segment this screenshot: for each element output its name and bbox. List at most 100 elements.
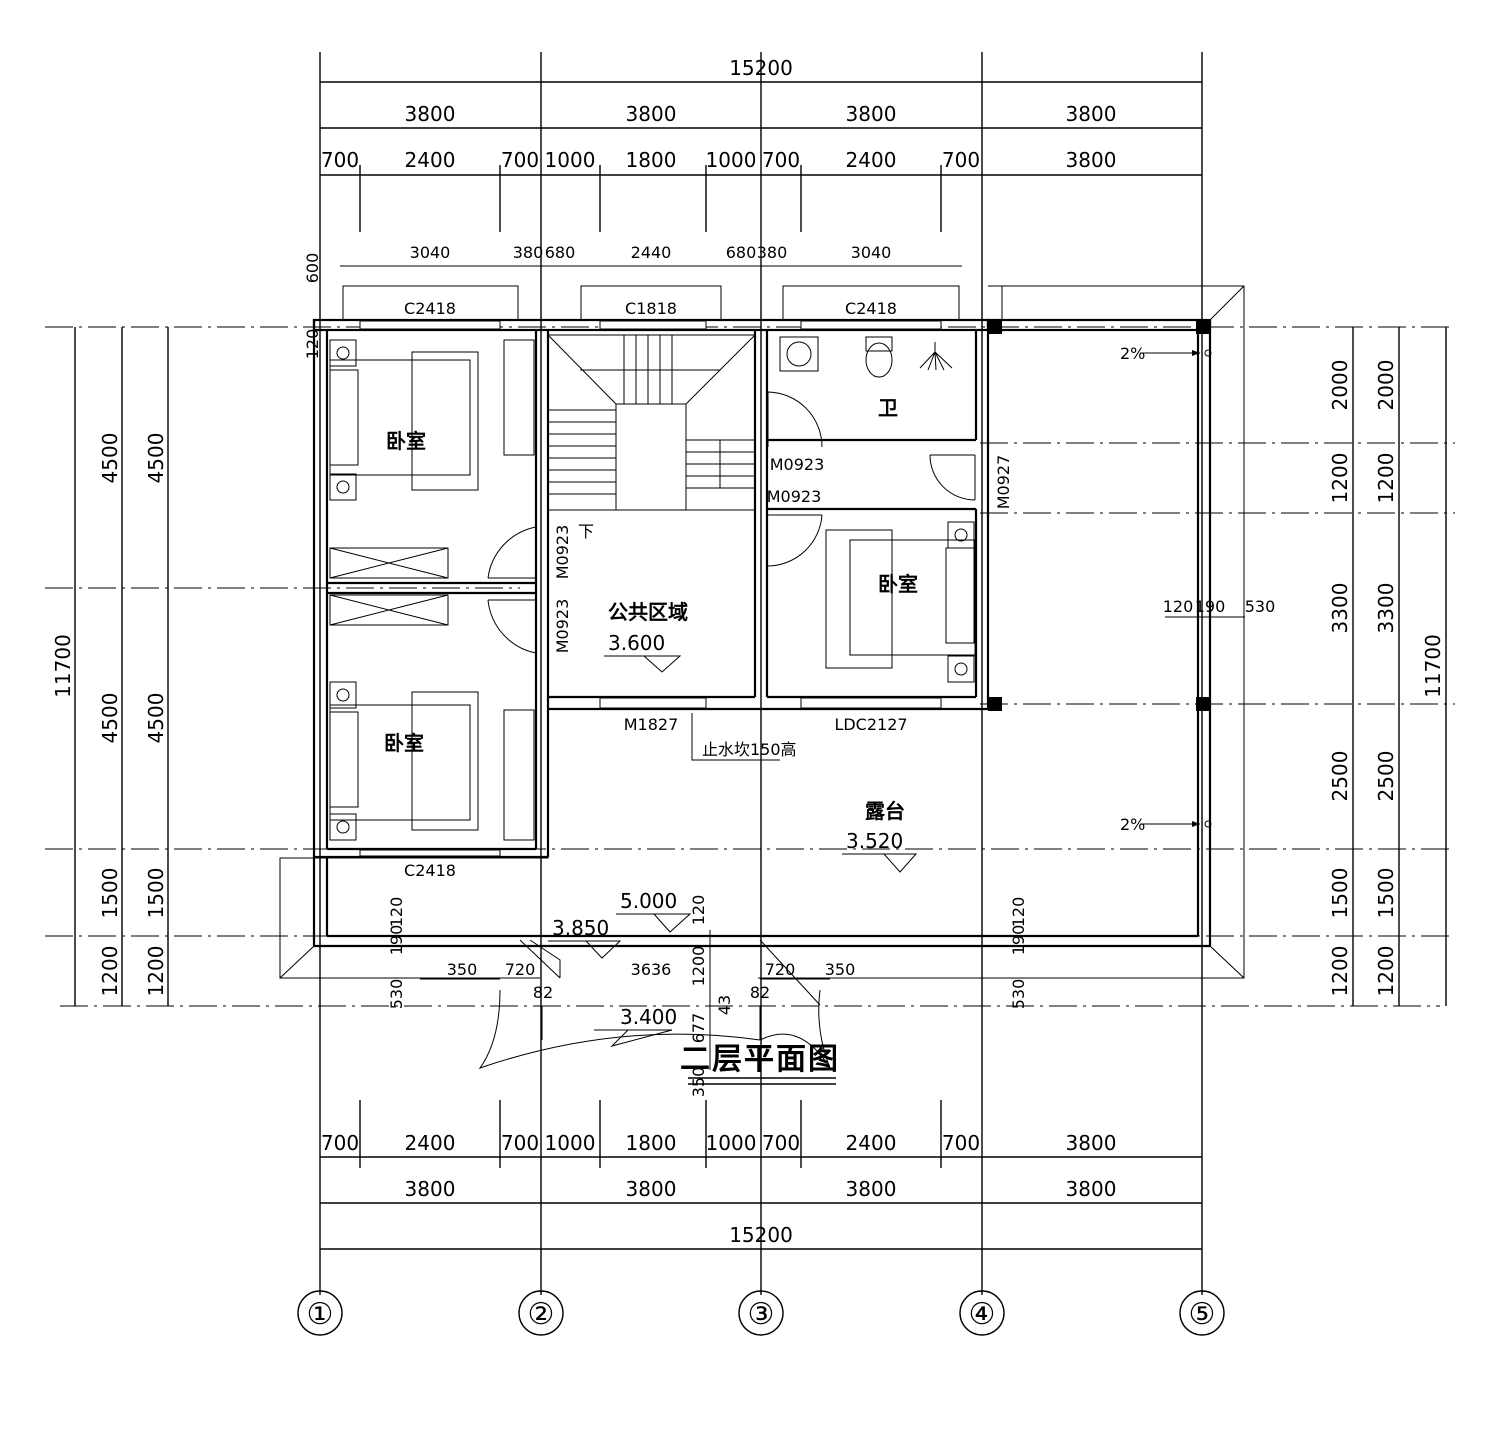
bedroom-3-furniture [825, 521, 976, 683]
canopy-dim: 677 [689, 1013, 708, 1044]
windows-in-walls [359, 320, 942, 857]
nightstand [329, 339, 357, 367]
left-dimension-lines [74, 327, 169, 1006]
dim-right: 3300 [1328, 583, 1352, 634]
canopy-dim: 1200 [689, 946, 708, 987]
dim-detail: 700 [321, 148, 359, 172]
door-label: M0923 [767, 487, 822, 506]
dim-detail: 1800 [626, 148, 677, 172]
dim-left: 1200 [98, 946, 122, 997]
dim-left: 4500 [144, 433, 168, 484]
dim-detail: 2400 [405, 148, 456, 172]
dim-detail: 700 [942, 1131, 980, 1155]
dim-window: 3040 [851, 243, 892, 262]
canopy-dim: 3636 [631, 960, 672, 979]
canopy-dim: 190 [1009, 925, 1028, 956]
bathroom-fixtures [779, 336, 953, 378]
toilet [865, 336, 893, 352]
canopy-dim: 120 [387, 897, 406, 928]
walls [312, 318, 1212, 948]
bottom-dims-bays: 3800 3800 3800 3800 [405, 1177, 1117, 1201]
top-dims-windows: 3040 380 680 2440 680 380 3040 600 120 [303, 243, 891, 359]
dim-total-bottom: 15200 [729, 1223, 793, 1247]
bottom-dimension-lines [320, 1100, 1202, 1250]
dim-bay: 3800 [846, 1177, 897, 1201]
title-visible-final: 二层平面图 [680, 1042, 838, 1085]
dim-right: 1200 [1374, 946, 1398, 997]
axis-label: ④ [969, 1297, 996, 1332]
dim-window: 380 [513, 243, 544, 262]
eave-outline [279, 285, 1245, 979]
door-label: LDC2127 [834, 715, 907, 734]
top-dimension-lines [320, 81, 1202, 267]
wardrobe [329, 594, 449, 626]
room-label-bath: 卫 [878, 396, 898, 420]
top-dims-bays: 3800 3800 3800 3800 [405, 102, 1117, 126]
dim-small: 120 [303, 329, 322, 360]
elevation-label: 3.600 [608, 631, 665, 655]
dim-bay: 3800 [405, 1177, 456, 1201]
dim-detail: 1000 [545, 148, 596, 172]
canopy-dim: 530 [387, 979, 406, 1010]
dim-bay: 3800 [626, 1177, 677, 1201]
dim-bay: 3800 [405, 102, 456, 126]
sill-note: 止水坎150高 [702, 740, 797, 759]
right-dimension-lines [1352, 327, 1447, 1006]
nightstand [329, 473, 357, 501]
elevation-label: 3.520 [846, 829, 903, 853]
terrace-drains: 2% 2% [1120, 344, 1212, 834]
right-parapet-dims: 120 190 530 [1163, 597, 1276, 618]
slope-label: 2% [1120, 344, 1145, 363]
shower-head [919, 342, 953, 371]
window-label: C2418 [845, 299, 897, 318]
left-dims-inner: 4500 4500 1500 1200 [144, 433, 168, 997]
dim-left: 1500 [98, 868, 122, 919]
nightstand [329, 681, 357, 709]
dim-right: 1200 [1328, 453, 1352, 504]
door-label: M0923 [770, 455, 825, 474]
room-label-terrace: 露台 [865, 799, 905, 823]
dim-detail: 3800 [1066, 148, 1117, 172]
dim-left: 4500 [98, 693, 122, 744]
canopy-dim: 82 [750, 983, 770, 1002]
dim-right: 2000 [1328, 360, 1352, 411]
left-dims-outer: 4500 4500 1500 1200 [98, 433, 122, 997]
nightstand [947, 655, 975, 683]
room-label-bedroom: 卧室 [878, 572, 918, 596]
canopy-dim: 350 [825, 960, 856, 979]
dim-bay: 3800 [846, 102, 897, 126]
slope-label: 2% [1120, 815, 1145, 834]
nightstand [947, 521, 975, 549]
axis-label: ② [528, 1297, 555, 1332]
dim-detail: 1000 [706, 148, 757, 172]
canopy-dim: 350 [447, 960, 478, 979]
elevation-label: 5.000 [620, 889, 677, 913]
dim-right: 3300 [1374, 583, 1398, 634]
dim-right: 1200 [1328, 946, 1352, 997]
canopy-dims: 350 720 3636 720 350 82 82 1200 120 43 6… [387, 895, 1028, 1098]
dim-window: 680 [726, 243, 757, 262]
dim-left: 1200 [144, 946, 168, 997]
dim-bay: 3800 [626, 102, 677, 126]
dim-left-total: 11700 [51, 634, 75, 698]
doors [487, 391, 976, 654]
dim-detail: 2400 [405, 1131, 456, 1155]
dim-right: 2000 [1374, 360, 1398, 411]
axis-bubbles: ① ② ③ ④ ⑤ [297, 1290, 1225, 1336]
room-label-bedroom: 卧室 [386, 429, 426, 453]
canopy-dim: 720 [505, 960, 536, 979]
right-dims-outer: 2000 1200 3300 2500 1500 1200 [1328, 360, 1352, 997]
dim-parapet: 530 [1245, 597, 1276, 616]
staircase: 下 [547, 334, 756, 541]
canopy-dim: 43 [715, 995, 734, 1015]
canopy-dim: 350 [689, 1067, 708, 1098]
door-label: M1827 [624, 715, 679, 734]
window-label: C2418 [404, 861, 456, 880]
nightstand [329, 813, 357, 841]
canopy-dim: 120 [689, 895, 708, 926]
elevation-marks: 3.600 3.520 5.000 3.850 3.400 [548, 631, 918, 1047]
axis-label: ① [307, 1297, 334, 1332]
bottom-dims-detail: 700 2400 700 1000 1800 1000 700 2400 700… [321, 1131, 1117, 1155]
dim-detail: 700 [762, 1131, 800, 1155]
elevation-label: 3.850 [552, 916, 609, 940]
